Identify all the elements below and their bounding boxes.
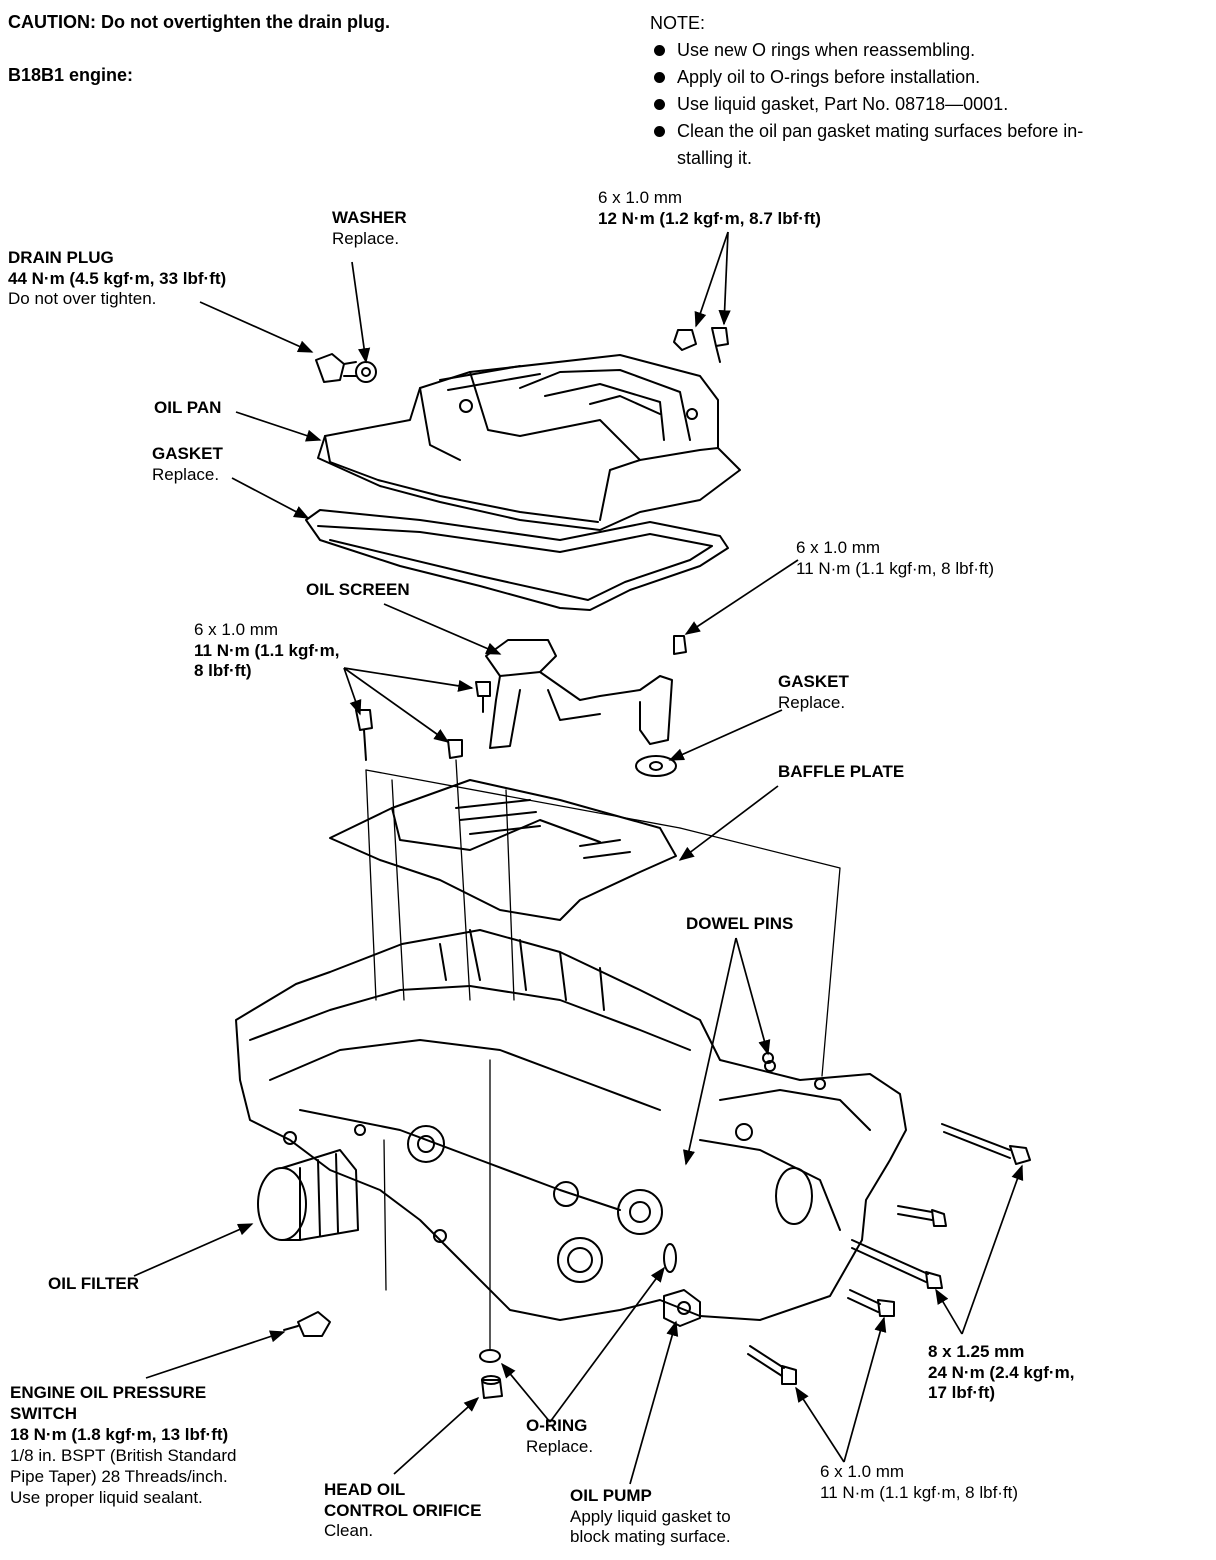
drain-plug-callout: DRAIN PLUG 44 N·m (4.5 kgf·m, 33 lbf·ft)…	[8, 248, 227, 309]
oil-screen-drawing	[475, 635, 687, 749]
note-item: Apply oil to O-rings before installation…	[650, 64, 1083, 91]
note-item: Use liquid gasket, Part No. 08718—0001.	[650, 91, 1083, 118]
washer-callout: WASHER Replace.	[332, 208, 407, 248]
oil-pump-drawing	[663, 1289, 701, 1327]
orifice-callout: HEAD OIL CONTROL ORIFICE Clean.	[324, 1480, 482, 1541]
drain-plug-drawing	[315, 353, 377, 383]
pressure-switch-leader	[145, 1330, 286, 1379]
note-list: NOTE: Use new O rings when reassembling.…	[650, 10, 1083, 172]
gasket-pan-callout: GASKET Replace.	[152, 444, 223, 484]
dowel-pin-leader	[682, 937, 737, 1166]
o-ring-callout: O-RING Replace.	[526, 1416, 594, 1456]
oil-pump-callout: OIL PUMP Apply liquid gasket to block ma…	[570, 1486, 731, 1547]
small-gasket-leader	[668, 709, 783, 761]
pump-large-bolt-leader	[935, 1288, 963, 1335]
bullet-icon	[654, 72, 665, 83]
baffle-bolt-leader	[343, 667, 474, 692]
top-bolt-leader	[694, 231, 729, 328]
oil-screen-label: OIL SCREEN	[306, 580, 410, 599]
bolt-pump-small-callout: 6 x 1.0 mm 11 N·m (1.1 kgf·m, 8 lbf·ft)	[820, 1462, 1019, 1502]
oil-filter-label: OIL FILTER	[48, 1274, 139, 1293]
note-title: NOTE:	[650, 13, 706, 33]
caution-text: CAUTION: Do not overtighten the drain pl…	[8, 12, 390, 32]
engine-label: B18B1 engine:	[8, 65, 134, 85]
bolt-screen-callout: 6 x 1.0 mm 11 N·m (1.1 kgf·m, 8 lbf·ft)	[796, 538, 995, 578]
oil-pan-label: OIL PAN	[154, 398, 222, 417]
screen-bolt-leader	[684, 559, 799, 635]
baffle-plate-label: BAFFLE PLATE	[778, 762, 905, 781]
top-bolts-drawing	[673, 327, 729, 363]
oil-pan-leader	[235, 411, 322, 442]
engine-block-drawing	[235, 929, 907, 1321]
bolt-pump-large-callout: 8 x 1.25 mm 24 N·m (2.4 kgf·m, 17 lbf·ft…	[928, 1342, 1075, 1403]
oil-pressure-switch-drawing	[283, 1311, 331, 1337]
note-item: Clean the oil pan gasket mating surfaces…	[650, 118, 1083, 145]
oil-pump-leader	[629, 1320, 679, 1485]
baffle-plate-leader	[678, 785, 779, 861]
o-ring-drawing	[479, 1349, 501, 1363]
washer-leader	[351, 261, 371, 364]
o-ring-pump-drawing	[663, 1243, 677, 1273]
gasket-leader	[231, 477, 310, 519]
o-ring-leader	[501, 1362, 551, 1423]
pump-small-bolt-leader	[795, 1386, 845, 1463]
pressure-switch-callout: ENGINE OIL PRESSURE SWITCH 18 N·m (1.8 k…	[10, 1383, 237, 1508]
bolt-baffle-callout: 6 x 1.0 mm 11 N·m (1.1 kgf·m, 8 lbf·ft)	[194, 620, 340, 681]
bullet-icon	[654, 99, 665, 110]
note-item: Use new O rings when reassembling.	[650, 37, 1083, 64]
oil-filter-leader	[133, 1223, 254, 1277]
gasket-screen-callout: GASKET Replace.	[778, 672, 849, 712]
oil-screen-leader	[383, 603, 502, 655]
orifice-leader	[393, 1396, 480, 1475]
gasket-drawing	[305, 509, 729, 611]
drain-plug-leader	[199, 301, 314, 353]
note-item-continuation: stalling it.	[677, 148, 753, 168]
pump-bolts-drawing	[747, 1052, 1031, 1385]
screen-gasket-drawing	[635, 755, 677, 777]
oil-pan-drawing	[317, 354, 741, 531]
bullet-icon	[654, 126, 665, 137]
bolt-top-callout: 6 x 1.0 mm 12 N·m (1.2 kgf·m, 8.7 lbf·ft…	[598, 188, 821, 228]
orifice-drawing	[481, 1375, 503, 1399]
baffle-plate-drawing	[329, 709, 677, 921]
dowel-pins-label: DOWEL PINS	[686, 914, 794, 933]
oil-filter-drawing	[257, 1149, 359, 1241]
bullet-icon	[654, 45, 665, 56]
